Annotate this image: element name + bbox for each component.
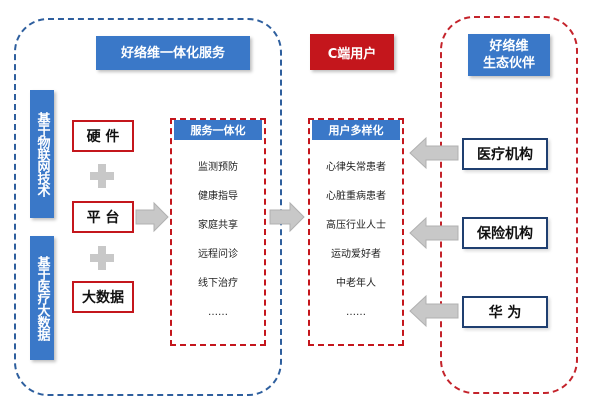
huawei-box: 华 为: [462, 296, 548, 328]
user-list: 心律失常患者 心脏重病患者 高压行业人士 运动爱好者 中老年人 ……: [310, 160, 402, 334]
medical-institution-box: 医疗机构: [462, 138, 548, 170]
list-item: 中老年人: [336, 278, 376, 289]
right-arrow-icon: [135, 201, 169, 233]
left-arrow-icon: [409, 294, 459, 328]
service-list: 监测预防 健康指导 家庭共享 远程问诊 线下治疗 ……: [172, 160, 264, 334]
list-item: 心脏重病患者: [326, 191, 386, 202]
c-end-user-title: C端用户: [310, 34, 394, 70]
list-item: 健康指导: [198, 191, 238, 202]
hardware-box: 硬 件: [72, 120, 134, 152]
plus-icon: [90, 246, 114, 270]
list-item: 高压行业人士: [326, 220, 386, 231]
platform-box: 平 台: [72, 201, 134, 233]
integrated-service-region: [14, 18, 282, 396]
ecosystem-partner-region: [440, 16, 578, 394]
list-item: 监测预防: [198, 162, 238, 173]
integrated-service-title: 好络维一体化服务: [96, 36, 250, 70]
list-item: 远程问诊: [198, 249, 238, 260]
list-item: ……: [208, 307, 228, 318]
right-arrow-icon: [269, 201, 305, 233]
service-panel-header: 服务一体化: [174, 120, 262, 140]
list-item: 运动爱好者: [331, 249, 381, 260]
left-arrow-icon: [409, 216, 459, 250]
ecosystem-partner-title: 好络维 生态伙伴: [468, 34, 550, 76]
user-panel-header: 用户多样化: [312, 120, 400, 140]
service-integration-panel: 服务一体化 监测预防 健康指导 家庭共享 远程问诊 线下治疗 ……: [170, 118, 266, 346]
left-arrow-icon: [409, 136, 459, 170]
ecosystem-title-line2: 生态伙伴: [482, 56, 535, 71]
insurance-institution-box: 保险机构: [462, 217, 548, 249]
medical-big-data-label: 基于医疗大数据: [30, 236, 54, 360]
user-diversity-panel: 用户多样化 心律失常患者 心脏重病患者 高压行业人士 运动爱好者 中老年人 ……: [308, 118, 404, 346]
iot-technology-label: 基于物联网技术: [30, 90, 54, 218]
list-item: 心律失常患者: [326, 162, 386, 173]
list-item: ……: [346, 307, 366, 318]
big-data-box: 大数据: [72, 281, 134, 313]
plus-icon: [90, 164, 114, 188]
ecosystem-title-line1: 好络维: [489, 39, 529, 54]
list-item: 家庭共享: [198, 220, 238, 231]
list-item: 线下治疗: [198, 278, 238, 289]
